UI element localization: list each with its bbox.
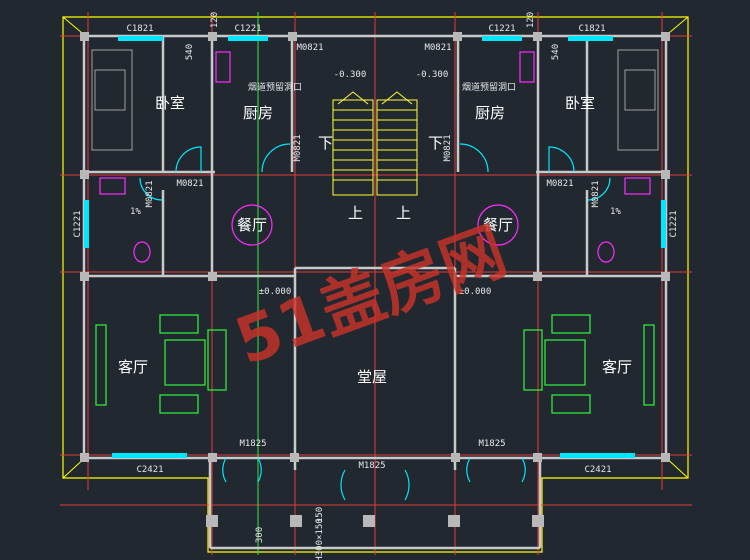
door-label-left-living: M1825 — [239, 439, 266, 449]
dim-540-left: 540 — [185, 44, 195, 60]
door-swings — [139, 143, 611, 501]
room-left-bedroom: 卧室 — [155, 94, 185, 112]
door-label-right-small: M0821 — [591, 180, 601, 207]
roof-outline — [62, 16, 689, 553]
right-flue-label: 烟道预留洞口 — [462, 81, 516, 93]
room-hall: 堂屋 — [357, 368, 387, 386]
door-label-left-bath: M0821 — [176, 179, 203, 189]
right-slope: 1% — [610, 207, 621, 217]
dining-tables — [231, 204, 519, 246]
window-label-top-right-kitchen: C1221 — [488, 24, 515, 34]
dim-300: 300 — [255, 527, 265, 543]
window-marks — [84, 36, 666, 458]
level-left-living: ±0.000 — [259, 287, 292, 297]
door-label-left-kitchen: M0821 — [296, 43, 323, 53]
window-label-right-side: C1221 — [669, 210, 679, 237]
door-label-left-small: M0821 — [145, 180, 155, 207]
room-right-dining: 餐厅 — [483, 216, 513, 234]
room-right-kitchen: 厨房 — [475, 104, 505, 122]
door-label-hall: M1825 — [358, 461, 385, 471]
bath-fixtures — [99, 51, 651, 263]
level-right-living: ±0.000 — [459, 287, 492, 297]
dim-150: 150 — [315, 507, 325, 523]
dim-120-left: 120 — [210, 12, 220, 28]
door-label-right-stair: M0821 — [443, 134, 453, 161]
left-slope: 1% — [130, 207, 141, 217]
living-furniture — [95, 314, 655, 414]
level-right-kitchen: -0.300 — [416, 70, 449, 80]
door-label-left-stair: M0821 — [293, 134, 303, 161]
room-left-kitchen: 厨房 — [243, 104, 273, 122]
window-label-top-right: C1821 — [578, 24, 605, 34]
dim-bottom: H300×150 — [315, 518, 325, 560]
room-right-living: 客厅 — [602, 358, 632, 376]
left-stair-up: 上 — [348, 204, 363, 222]
bedroom-furniture — [91, 49, 659, 151]
window-label-bottom-right: C2421 — [584, 465, 611, 475]
window-label-top-left: C1821 — [126, 24, 153, 34]
level-left-kitchen: -0.300 — [334, 70, 367, 80]
columns — [80, 32, 670, 527]
door-label-right-living: M1825 — [478, 439, 505, 449]
dim-540-right: 540 — [551, 44, 561, 60]
room-left-living: 客厅 — [118, 358, 148, 376]
door-label-right-bath: M0821 — [546, 179, 573, 189]
room-right-bedroom: 卧室 — [565, 94, 595, 112]
left-stair-down: 下 — [318, 134, 333, 152]
window-label-bottom-left: C2421 — [136, 465, 163, 475]
room-left-dining: 餐厅 — [237, 216, 267, 234]
right-stair-down: 下 — [428, 134, 443, 152]
left-flue-label: 烟道预留洞口 — [248, 81, 302, 93]
window-label-top-left-kitchen: C1221 — [234, 24, 261, 34]
stairs — [332, 91, 418, 196]
window-label-left-side: C1221 — [73, 210, 83, 237]
dim-120-right: 120 — [526, 12, 536, 28]
right-stair-up: 上 — [396, 204, 411, 222]
door-label-right-kitchen: M0821 — [424, 43, 451, 53]
